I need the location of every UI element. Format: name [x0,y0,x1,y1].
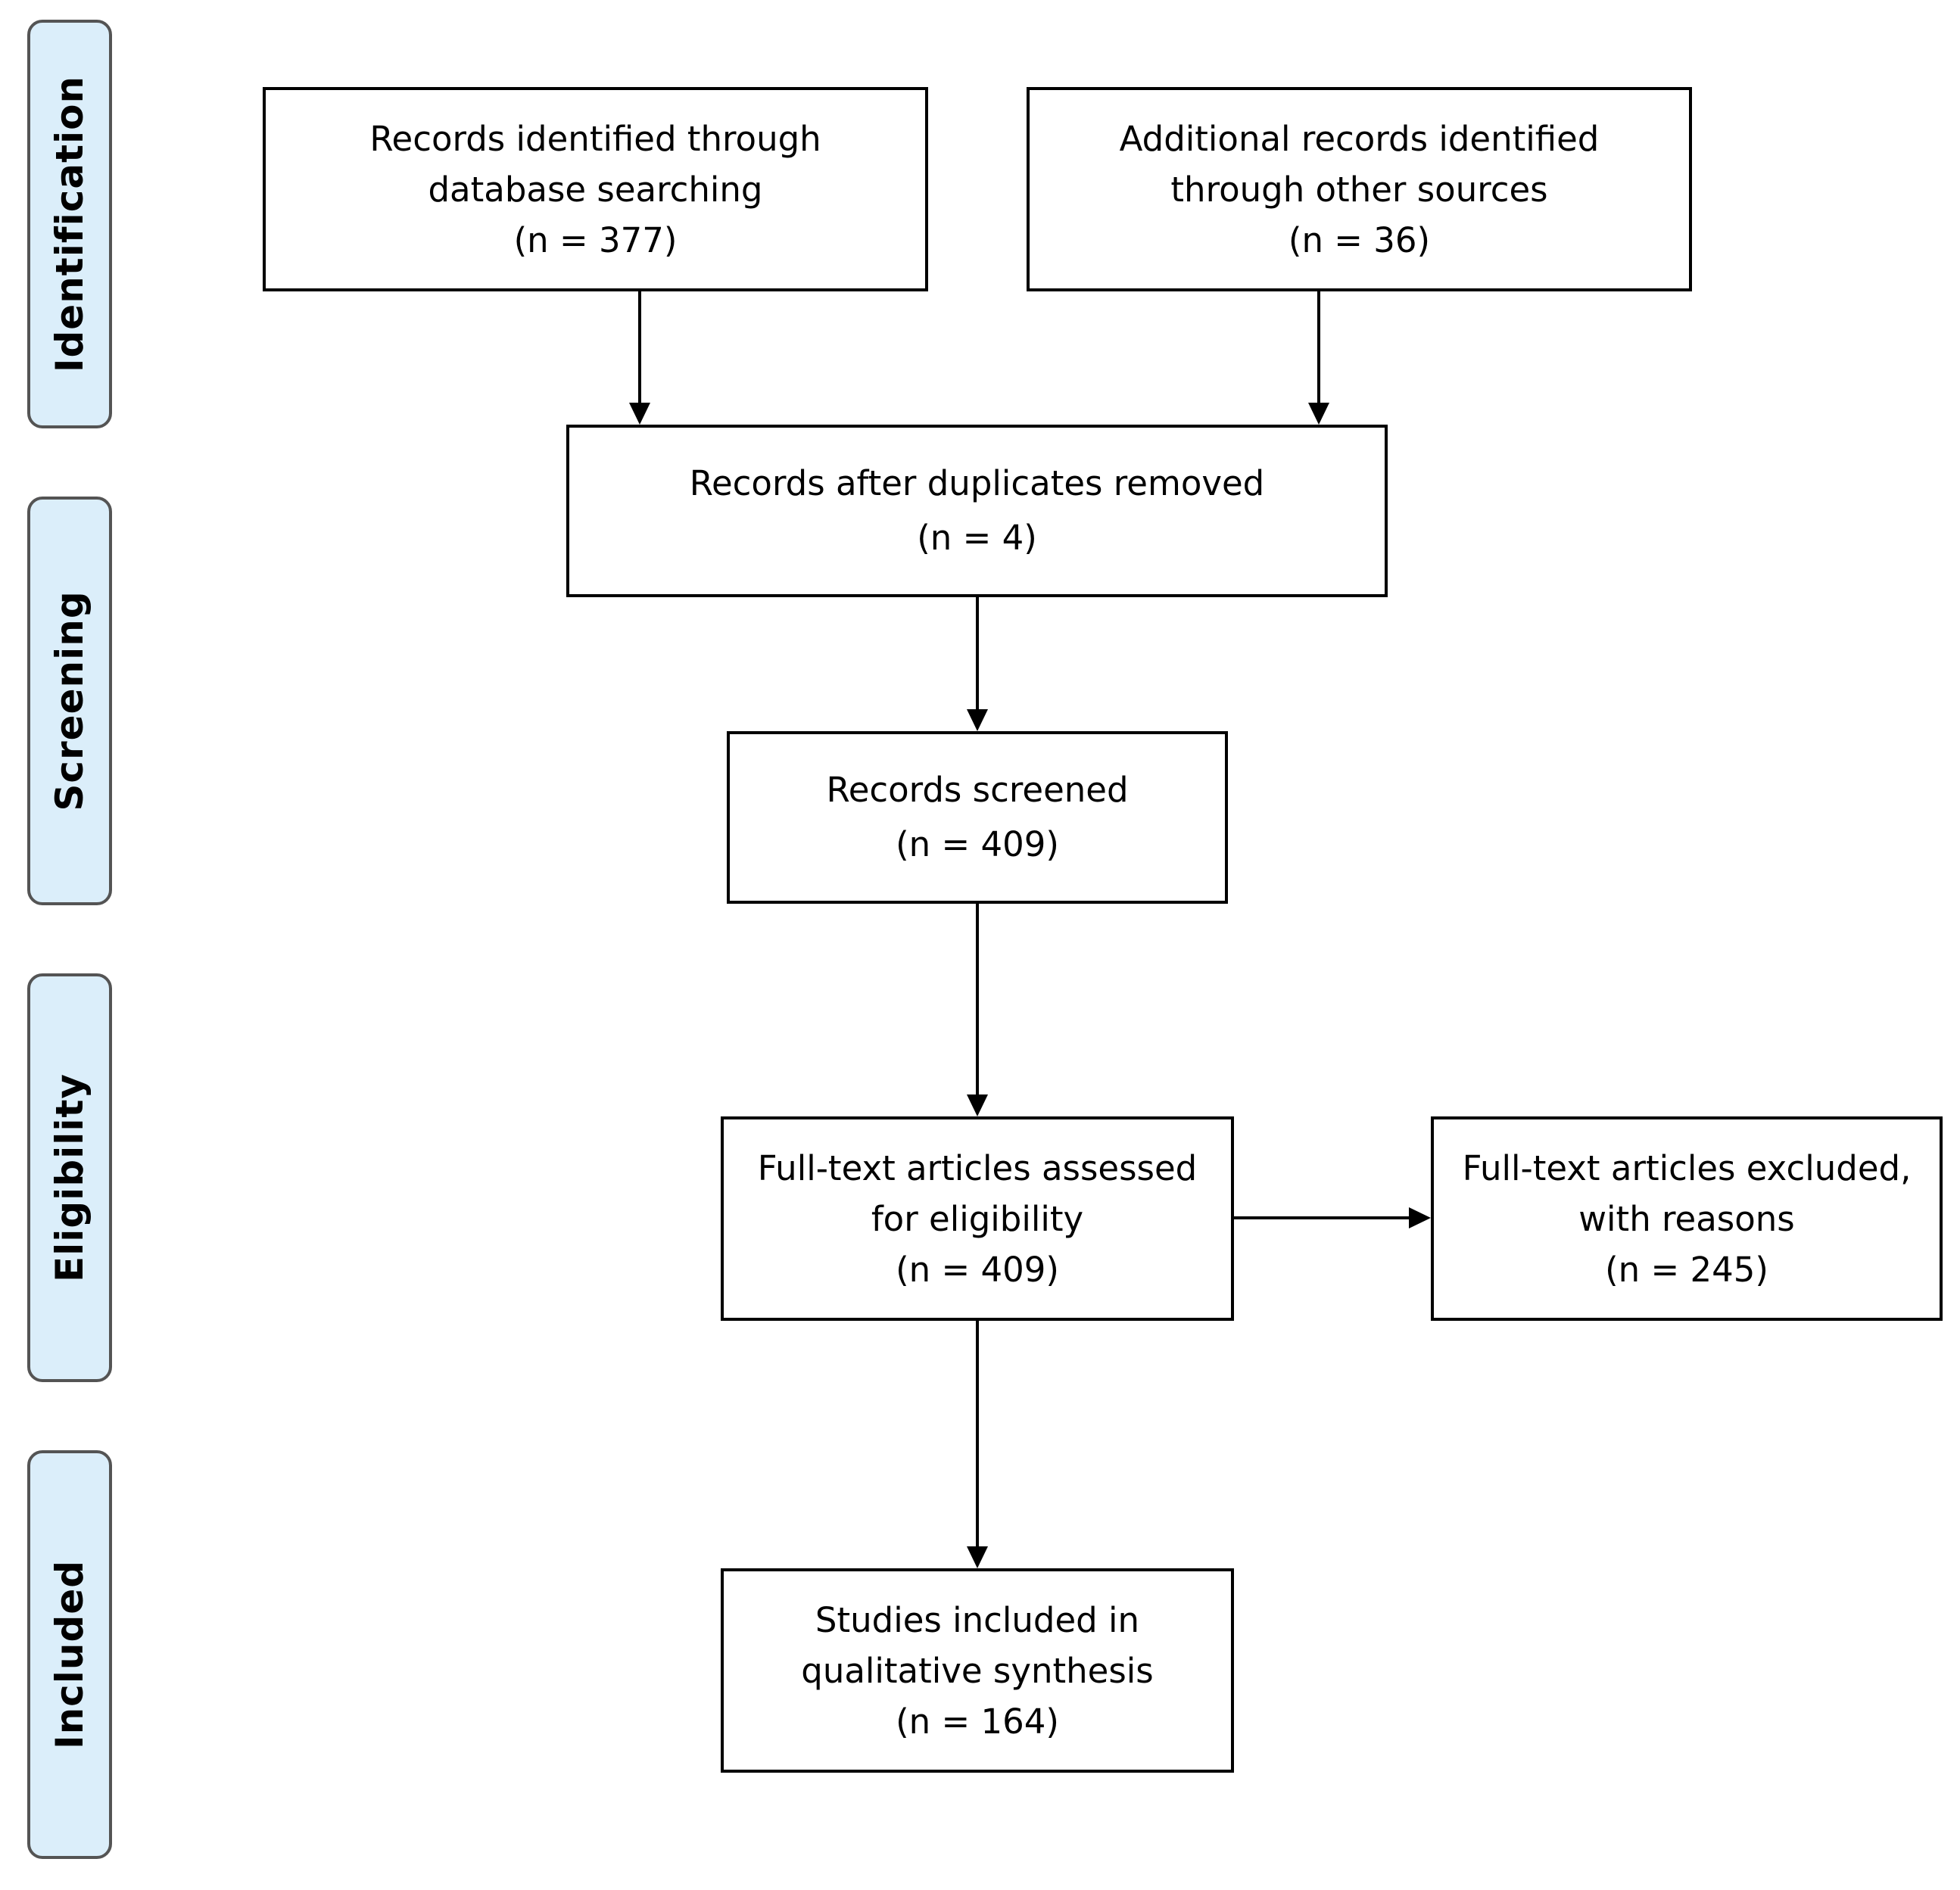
other-sources-line1: Additional records identified [1119,118,1600,159]
database-search-box: Records identified through database sear… [263,87,928,291]
full-text-assessed-line2: for eligibility [871,1198,1084,1239]
phase-eligibility: Eligibility [27,973,112,1382]
full-text-excluded-line1: Full-text articles excluded, [1462,1147,1912,1188]
arrowhead-duplicates-down [967,709,988,731]
phase-screening: Screening [27,497,112,905]
duplicates-removed-line1: Records after duplicates removed [689,463,1265,503]
records-screened-count: (n = 409) [896,824,1059,864]
full-text-assessed-count: (n = 409) [896,1249,1059,1290]
included-studies-line2: qualitative synthesis [801,1650,1154,1691]
arrowhead-other [1308,403,1329,425]
database-search-line1: Records identified through [369,118,821,159]
included-studies-box: Studies included in qualitative synthesi… [721,1568,1234,1773]
phase-included: Included [27,1450,112,1859]
full-text-assessed-box: Full-text articles assessed for eligibil… [721,1116,1234,1321]
records-screened-line1: Records screened [826,770,1129,810]
records-screened-box: Records screened (n = 409) [727,731,1228,904]
arrowhead-screened-down [967,1094,988,1116]
phase-identification: Identification [27,20,112,428]
other-sources-count: (n = 36) [1288,220,1431,260]
full-text-excluded-line2: with reasons [1578,1198,1795,1239]
database-search-count: (n = 377) [513,220,678,260]
full-text-excluded-count: (n = 245) [1605,1249,1768,1290]
full-text-assessed-line1: Full-text articles assessed [757,1147,1198,1188]
included-studies-line1: Studies included in [815,1599,1140,1640]
duplicates-removed-count: (n = 4) [917,518,1037,558]
other-sources-box: Additional records identified through ot… [1027,87,1692,291]
included-studies-count: (n = 164) [896,1701,1059,1742]
other-sources-line2: through other sources [1170,169,1548,210]
arrowhead-included [967,1546,988,1568]
arrowhead-database [629,403,650,425]
full-text-excluded-box: Full-text articles excluded, with reason… [1431,1116,1943,1321]
database-search-line2: database searching [428,169,763,210]
duplicates-removed-box: Records after duplicates removed (n = 4) [566,425,1388,597]
arrowhead-excluded [1409,1207,1431,1228]
